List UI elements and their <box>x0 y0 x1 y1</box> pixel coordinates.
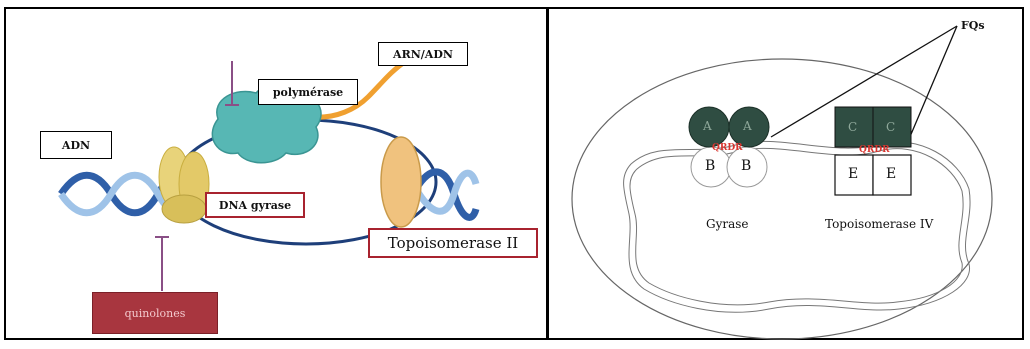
dna-replication-diagram-panel: ARN/ADN polymérase ADN DNA gyrase Topois… <box>4 7 548 340</box>
label-arn-adn: ARN/ADN <box>378 42 468 66</box>
gyrase-a-label-2: A <box>743 119 752 133</box>
gyrase-b-label-1: B <box>705 158 715 174</box>
label-fqs: FQs <box>961 19 985 32</box>
label-adn: ADN <box>40 131 112 159</box>
qrdr-label-gyrase: QRDR <box>712 143 743 153</box>
quinolones-box: quinolones <box>92 292 218 334</box>
label-polymerase: polymérase <box>258 79 358 105</box>
gyrase-a-label-1: A <box>703 119 712 133</box>
targets-diagram-graphics <box>549 9 1026 342</box>
fluoroquinolone-targets-panel: FQs A A QRDR B B C C QRDR E E Gyrase Top… <box>547 7 1024 340</box>
label-topoisomerase-iv: Topoisomerase IV <box>825 217 933 231</box>
qrdr-label-topo: QRDR <box>859 145 890 155</box>
dna-helix-right <box>416 172 476 218</box>
bacterial-cell-outline <box>572 59 992 339</box>
topoisomerase-ii-shape <box>381 137 421 227</box>
topo-e-label-2: E <box>886 166 896 182</box>
replication-diagram-graphics <box>6 9 550 342</box>
label-topoisomerase-ii: Topoisomerase II <box>368 228 538 258</box>
label-dna-gyrase: DNA gyrase <box>205 192 305 218</box>
topo-c-label-1: C <box>848 120 857 134</box>
dna-gyrase-shape <box>159 147 209 223</box>
inhibition-arrow-quinolones <box>155 237 169 291</box>
gyrase-b-label-2: B <box>741 158 751 174</box>
topo-e-label-1: E <box>848 166 858 182</box>
label-gyrase: Gyrase <box>706 217 749 231</box>
topo-c-label-2: C <box>886 120 895 134</box>
